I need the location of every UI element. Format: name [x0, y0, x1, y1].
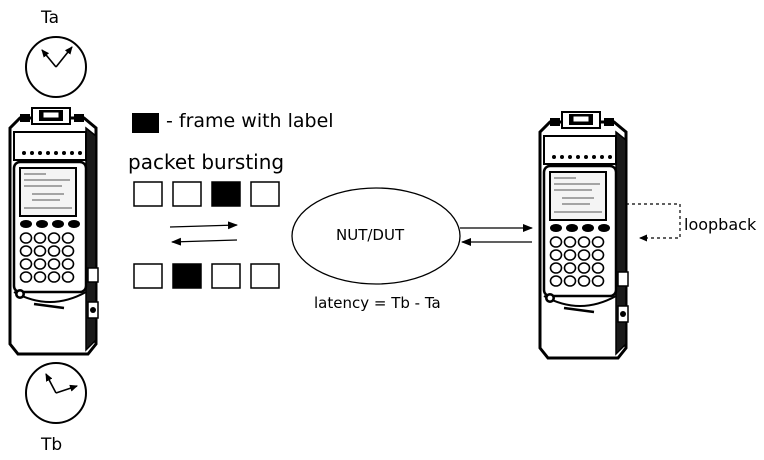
loopback-label: loopback [684, 215, 757, 234]
clock-b-icon [25, 362, 87, 424]
arrow-left [171, 237, 238, 246]
frame-row-top [133, 181, 280, 207]
legend-swatch [132, 113, 159, 133]
latency-formula: latency = Tb - Ta [314, 294, 441, 312]
left-tester-device [8, 106, 100, 356]
right-tester-device [538, 110, 630, 360]
legend-text: - frame with label [166, 110, 334, 132]
frame-row-bottom [133, 263, 280, 289]
frame [211, 263, 241, 289]
packet-bursting-title: packet bursting [128, 150, 285, 174]
labeled-frame [211, 181, 241, 207]
clock-b-label: Tb [41, 435, 63, 455]
arrow-right [169, 221, 238, 230]
frame [250, 181, 280, 207]
labeled-frame [172, 263, 202, 289]
nut-dut-label: NUT/DUT [336, 226, 405, 244]
loopback-path [626, 203, 681, 242]
clock-a-label: Ta [41, 8, 59, 28]
frame [172, 181, 202, 207]
frame [133, 263, 163, 289]
clock-a-icon [25, 36, 87, 98]
nut-dut-ellipse [291, 187, 461, 285]
frame [133, 181, 163, 207]
frame [250, 263, 280, 289]
